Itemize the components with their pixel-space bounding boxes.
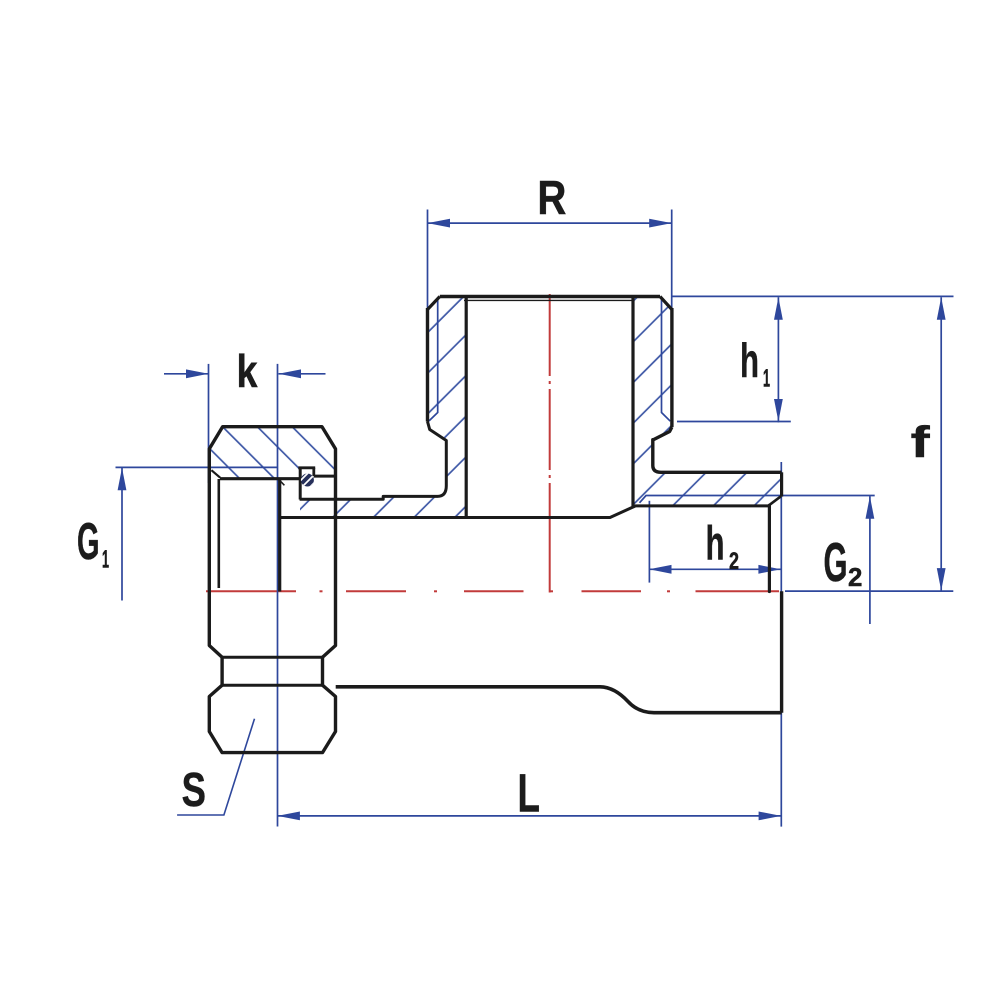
svg-text:G: G (824, 531, 848, 593)
svg-text:1: 1 (102, 546, 109, 574)
svg-text:R: R (537, 172, 566, 225)
svg-text:2: 2 (848, 562, 862, 592)
svg-text:2: 2 (729, 548, 739, 575)
svg-text:f: f (911, 418, 930, 467)
svg-text:G: G (77, 513, 100, 571)
svg-text:h: h (740, 335, 759, 388)
svg-text:S: S (182, 764, 206, 817)
svg-text:k: k (237, 345, 258, 397)
svg-text:L: L (518, 764, 541, 824)
svg-text:1: 1 (763, 365, 770, 393)
svg-text:h: h (706, 518, 725, 571)
